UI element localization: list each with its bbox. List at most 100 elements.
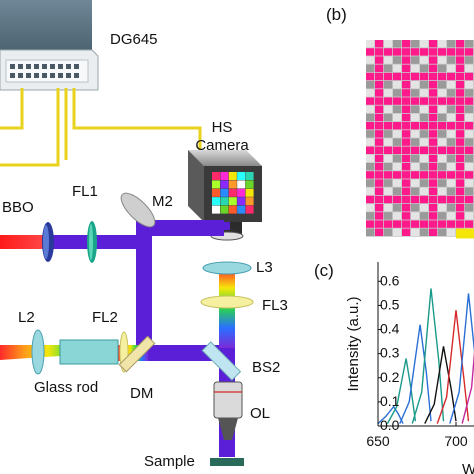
pattern-cell [366,48,375,56]
pattern-cell [456,187,465,195]
pattern-cell [375,146,384,154]
pattern-cell [456,122,465,130]
pattern-cell [438,187,447,195]
pattern-cell [456,138,465,146]
sample-label: Sample [144,453,195,470]
connector-port [26,73,31,78]
pattern-cell [366,195,375,204]
pattern-cell [393,122,402,130]
pattern-cell [375,179,384,187]
pattern-cell [393,40,402,48]
pattern-cell [375,204,384,212]
camera-pixel [220,188,229,197]
connector-port [26,64,31,69]
fl3-label: FL3 [262,297,288,314]
pattern-cell [465,122,474,130]
pattern-cell [411,212,420,220]
dm-label: DM [130,385,153,402]
pattern-cell [393,228,402,236]
pattern-cell [438,122,447,130]
camera-pixel [228,172,237,180]
pattern-cell [384,195,393,204]
connector-port [74,64,79,69]
y-tick-label: 0.5 [380,296,400,312]
pattern-cell [375,130,384,138]
pattern-cell [447,187,456,195]
x-axis-label: W [462,461,474,474]
pattern-cell [402,179,411,187]
pattern-cell [456,105,465,113]
fl1-label: FL1 [72,183,98,200]
pattern-cell [384,171,393,179]
spectrum-series-6 [436,310,470,424]
pattern-cell [384,97,393,105]
m2-mirror [120,192,156,228]
y-tick-label: 0.4 [380,321,400,337]
pattern-cell [393,195,402,204]
m2-label: M2 [152,193,173,210]
pattern-cell [438,204,447,212]
camera-pixel [245,188,254,197]
hs-camera [188,150,262,241]
pattern-cell [456,179,465,187]
pattern-cell [447,81,456,89]
pattern-cell [366,89,375,97]
bs2-label: BS2 [252,359,280,376]
pattern-cell [384,72,393,81]
pattern-cell [393,64,402,72]
pattern-cell [429,40,438,48]
pattern-cell [438,146,447,154]
connector-port [74,73,79,78]
bs2-splitter [201,341,242,381]
pattern-cell [465,212,474,220]
pattern-cell [411,81,420,89]
pattern-cell [384,122,393,130]
pattern-cell [438,56,447,64]
pattern-cell [456,171,465,179]
pattern-cell [402,154,411,163]
pattern-cell [393,171,402,179]
pattern-cell [366,72,375,81]
pattern-cell [456,64,465,72]
pattern-cell [429,72,438,81]
connector-port [50,73,55,78]
pattern-cell [465,163,474,171]
pattern-cell [438,113,447,122]
y-tick-label: 0.6 [380,272,400,288]
fl3-filter [200,295,254,309]
camera-label-camera: Camera [195,137,249,154]
pattern-cell [456,40,465,48]
pattern-cell [375,89,384,97]
camera-pixel [237,172,246,180]
pattern-cell [402,212,411,220]
pattern-cell [447,146,456,154]
pattern-cell [420,179,429,187]
pattern-cell [447,64,456,72]
x-tick-label: 650 [366,433,390,449]
pattern-cell [402,228,411,236]
pattern-cell [384,228,393,236]
pattern-cell [393,220,402,228]
pattern-cell [366,138,375,146]
spectrum-series-3 [399,324,432,424]
pattern-cell [366,228,375,236]
spectrum-series-8 [461,350,474,424]
connector-port [50,64,55,69]
pattern-cell [438,220,447,228]
pattern-cell [384,105,393,113]
pattern-cell [429,81,438,89]
connector-port [10,64,15,69]
dm-mirror [118,335,156,373]
pattern-cell [465,113,474,122]
pattern-cell [420,195,429,204]
pattern-cell [384,163,393,171]
pattern-cell [429,228,438,236]
pattern-cell [456,195,465,204]
pattern-cell [420,89,429,97]
pattern-cell [411,195,420,204]
pattern-cell [420,138,429,146]
pattern-cell [438,138,447,146]
pattern-cell [429,97,438,105]
pattern-cell [438,171,447,179]
